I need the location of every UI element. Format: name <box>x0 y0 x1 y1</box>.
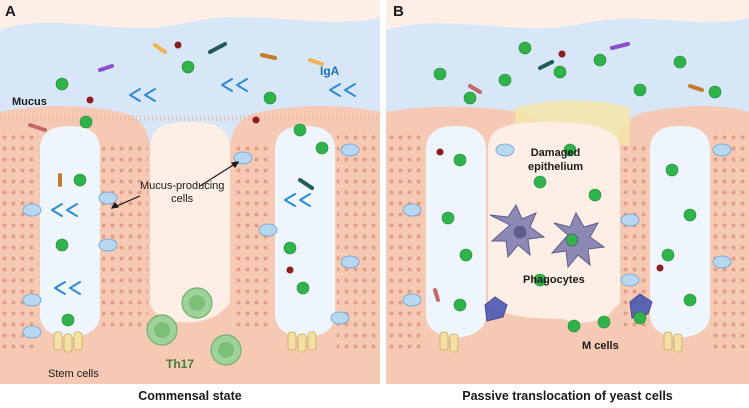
goblet-cell <box>258 223 278 237</box>
th17-cells <box>146 287 242 366</box>
panel-b-letter: B <box>393 3 404 20</box>
mucus-label: Mucus <box>12 96 47 108</box>
iga-label: IgA <box>320 64 340 78</box>
panel-a-letter: A <box>5 3 16 20</box>
goblet-cell <box>98 238 118 252</box>
goblet-cell <box>330 311 350 325</box>
annotation-arrows <box>110 161 240 209</box>
phagocytes <box>489 203 606 269</box>
goblet-cell <box>340 255 360 269</box>
crypt-lumen-right-a <box>275 126 335 338</box>
crypt-lumen-right-b <box>650 126 710 338</box>
th17-label: Th17 <box>166 357 195 371</box>
goblet-cell <box>340 143 360 157</box>
panel-b <box>386 0 749 384</box>
mucus-producing-cells-label: Mucus-producing cells <box>140 180 225 205</box>
lamina-gap-b <box>488 122 620 319</box>
goblet-cell <box>233 151 253 165</box>
goblet-cell <box>22 293 42 307</box>
phagocytes-label: Phagocytes <box>523 274 585 286</box>
goblet-cell <box>22 325 42 339</box>
panel-a-caption: Commensal state <box>138 389 242 403</box>
crypt-lumen-left-b <box>426 126 486 338</box>
stem-cells-label: Stem cells <box>48 368 99 380</box>
crypt-lumen-left-a <box>40 126 100 338</box>
lamina-gap-a <box>150 122 230 317</box>
damaged-epithelium-label: Damaged epithelium <box>528 147 584 173</box>
panel-a <box>0 0 380 384</box>
panel-b-caption: Passive translocation of yeast cells <box>462 389 673 403</box>
goblet-cell <box>22 203 42 217</box>
m-cells-label: M cells <box>582 340 619 352</box>
goblet-cell <box>98 191 118 205</box>
